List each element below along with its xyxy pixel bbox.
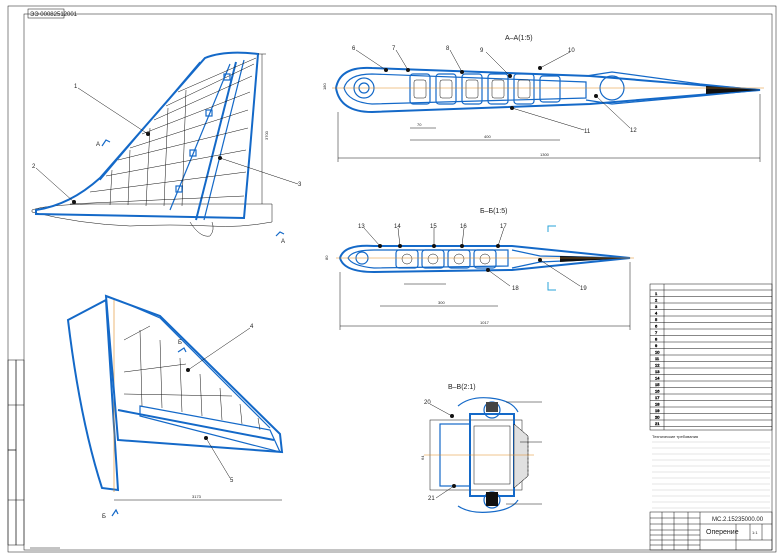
- callout-4: 4: [250, 324, 254, 330]
- svg-text:70: 70: [417, 122, 422, 127]
- spec-row-number: 19: [655, 408, 660, 413]
- callout-6: 6: [352, 46, 356, 52]
- callout-1: 1: [74, 84, 78, 90]
- view-marker-a-top: А: [96, 142, 100, 148]
- spec-row-number: 10: [655, 350, 660, 355]
- drawing-name: Оперение: [706, 529, 739, 536]
- spec-row-number: 12: [655, 363, 660, 368]
- callout-9: 9: [480, 48, 484, 54]
- technical-notes: Технические требования: [652, 434, 770, 509]
- callout-3: 3: [298, 182, 302, 188]
- spec-row-number: 3: [655, 304, 658, 309]
- spec-row-number: 21: [655, 421, 660, 426]
- svg-text:1017: 1017: [480, 320, 490, 325]
- svg-text:64: 64: [420, 455, 425, 460]
- view-marker-a-bottom: А: [281, 239, 285, 245]
- spec-row-number: 9: [655, 343, 658, 348]
- callout-10: 10: [568, 48, 575, 54]
- svg-text:180: 180: [322, 83, 327, 90]
- svg-text:3700: 3700: [264, 130, 269, 140]
- spec-row-number: 6: [655, 324, 658, 329]
- spec-row-number: 17: [655, 395, 660, 400]
- section-bb-title: Б–Б(1:5): [480, 208, 507, 215]
- svg-text:300: 300: [438, 300, 445, 305]
- callout-5: 5: [230, 478, 234, 484]
- callout-19: 19: [580, 286, 587, 292]
- inner-frame: [23, 13, 773, 551]
- vertical-tail-view: 3700 1 2 3 А А: [31, 51, 302, 245]
- callout-12: 12: [630, 128, 637, 134]
- title-block: МС.2.15235000.00 Оперение 1:1: [649, 511, 773, 551]
- binding-strip: [7, 359, 25, 546]
- callout-17: 17: [500, 224, 507, 230]
- callout-14: 14: [394, 224, 401, 230]
- spec-row-number: 14: [655, 376, 660, 381]
- spec-row-number: 8: [655, 337, 658, 342]
- spec-row-number: 13: [655, 369, 660, 374]
- spec-row-number: 18: [655, 402, 660, 407]
- svg-text:80: 80: [324, 255, 329, 260]
- section-aa: А–А(1:5) 1300 400: [322, 35, 764, 162]
- svg-text:1300: 1300: [540, 152, 550, 157]
- svg-text:400: 400: [484, 134, 491, 139]
- callout-16: 16: [460, 224, 467, 230]
- callout-18: 18: [512, 286, 519, 292]
- callout-21: 21: [428, 496, 435, 502]
- callout-11: 11: [584, 129, 591, 135]
- spec-row-number: 16: [655, 389, 660, 394]
- spec-row-number: 5: [655, 317, 658, 322]
- spec-row-number: 1: [655, 291, 658, 296]
- drawing-scale: 1:1: [752, 530, 758, 535]
- spec-row-number: 11: [655, 356, 660, 361]
- view-marker-b-top: Б: [178, 340, 182, 346]
- notes-header: Технические требования: [652, 434, 698, 439]
- section-bb: Б–Б(1:5) 1017 300 80 13 14: [324, 208, 634, 330]
- callout-2: 2: [32, 164, 36, 170]
- section-aa-title: А–А(1:5): [505, 35, 533, 42]
- horizontal-tail-view: 3173 4 5 Б Б: [66, 294, 284, 520]
- document-number: МС.2.15235000.00: [712, 517, 764, 523]
- section-vv-title: В–В(2:1): [448, 384, 476, 391]
- callout-8: 8: [446, 46, 450, 52]
- stamp-box: [27, 8, 65, 19]
- spec-row-number: 2: [655, 298, 658, 303]
- outer-frame: [7, 5, 777, 553]
- stamp-text: ЭЭ 00082512001: [30, 12, 78, 18]
- callout-20: 20: [424, 400, 431, 406]
- svg-text:3173: 3173: [192, 494, 202, 499]
- spec-row-number: 15: [655, 382, 660, 387]
- callout-13: 13: [358, 224, 365, 230]
- spec-row-number: 20: [655, 415, 660, 420]
- view-marker-b-bottom: Б: [102, 514, 106, 520]
- spec-row-number: 7: [655, 330, 658, 335]
- callout-7: 7: [392, 46, 396, 52]
- spec-row-number: 4: [655, 311, 658, 316]
- section-vv: В–В(2:1) 20 21 64: [420, 384, 542, 513]
- callout-15: 15: [430, 224, 437, 230]
